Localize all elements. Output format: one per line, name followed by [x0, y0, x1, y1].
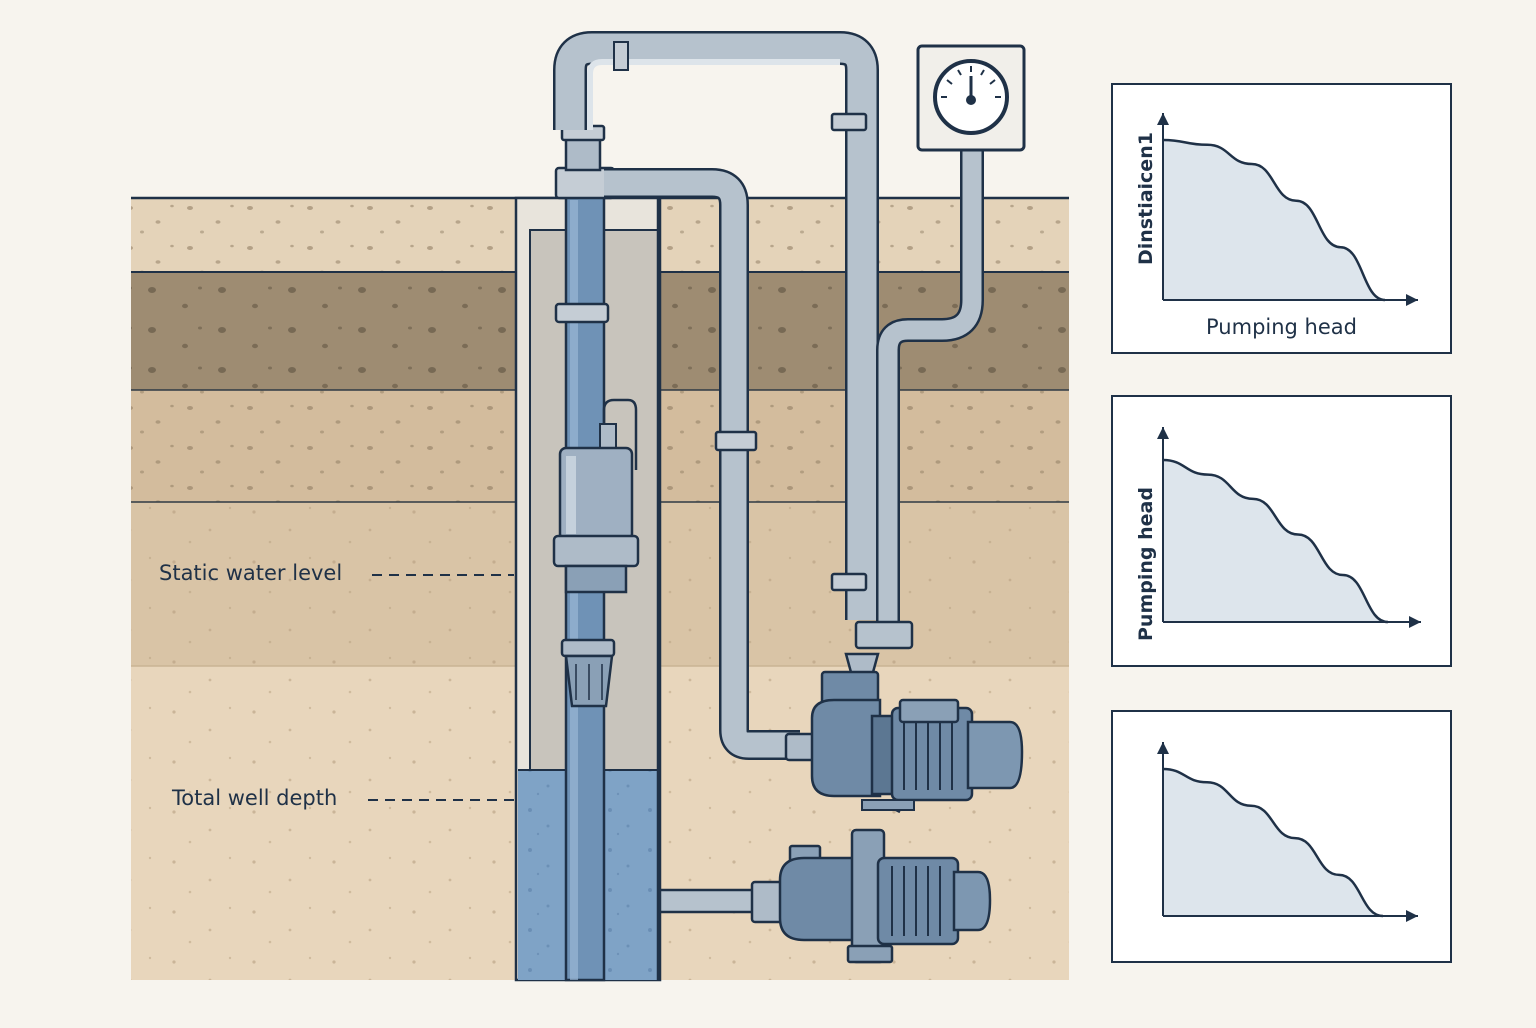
curve-area [1163, 140, 1385, 300]
chart-1-xlabel: Pumping head [1206, 315, 1357, 339]
level-leaders [368, 574, 514, 801]
static-water-level-label: Static water level [159, 561, 343, 585]
x-axis-arrow-icon [1406, 910, 1418, 922]
y-axis-arrow-icon [1157, 427, 1169, 439]
discharge-pipe-lower [604, 168, 800, 760]
pump-curve-chart-1: Dinstiaicen1 Pumping head [1111, 83, 1452, 354]
performance-curve [1162, 138, 1386, 302]
pump-curve-chart-2: Pumping head [1111, 395, 1452, 667]
curve-area [1163, 460, 1388, 622]
pressure-gauge-icon [916, 44, 1026, 152]
submersible-pump-icon [552, 398, 640, 708]
chart-2-ylabel: Pumping head [1135, 487, 1157, 641]
performance-curve [1162, 767, 1384, 918]
y-axis-arrow-icon [1157, 742, 1169, 754]
chart-3-plot [1157, 742, 1418, 922]
gauge-line [854, 150, 984, 650]
y-axis-arrow-icon [1157, 113, 1169, 125]
x-axis-arrow-icon [1406, 294, 1418, 306]
curve-area [1163, 769, 1383, 916]
chart-1-ylabel: Dinstiaicen1 [1135, 132, 1157, 265]
chart-2-plot [1157, 427, 1421, 628]
centrifugal-pump-icon [784, 652, 1024, 814]
total-well-depth-label: Total well depth [172, 786, 338, 810]
centrifugal-pump-lower-icon [750, 828, 992, 964]
discharge-pipe-upper [553, 31, 879, 620]
pump-curve-chart-3 [1111, 710, 1452, 963]
x-axis-arrow-icon [1409, 616, 1421, 628]
performance-curve [1162, 458, 1389, 624]
chart-1-plot [1157, 113, 1418, 306]
suction-pipe-lower [658, 888, 762, 914]
